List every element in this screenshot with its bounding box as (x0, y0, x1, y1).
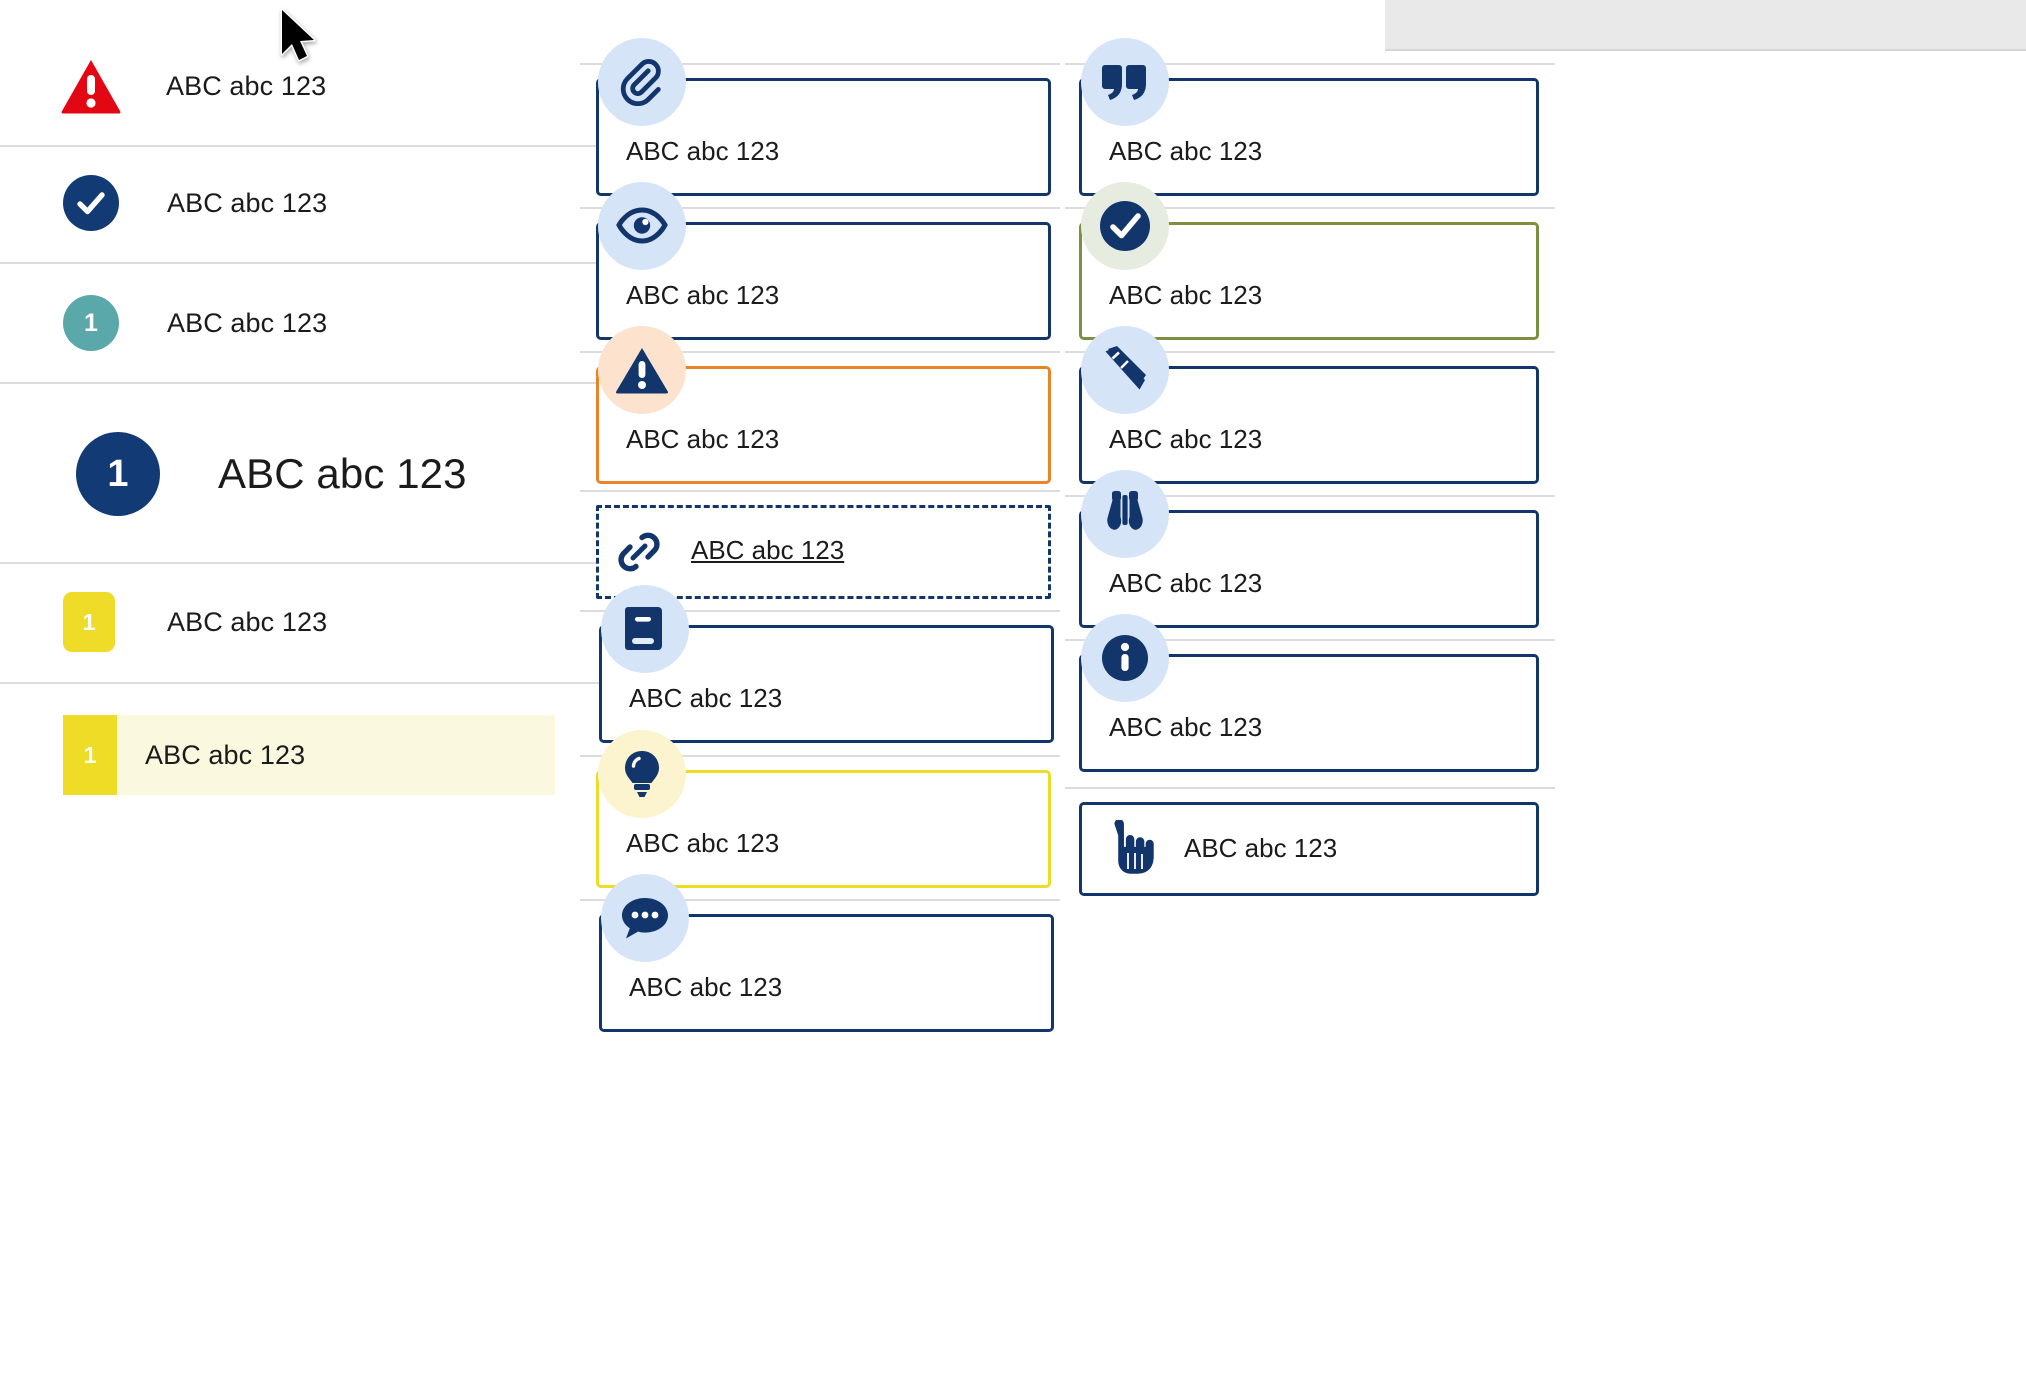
card-label: ABC abc 123 (1109, 424, 1263, 454)
sidebar-item-label: ABC abc 123 (145, 739, 306, 770)
card-success[interactable]: ABC abc 123 (1079, 182, 1539, 340)
column-divider (580, 610, 1060, 612)
eye-icon (598, 182, 686, 270)
top-right-panel (1385, 0, 2026, 50)
card-comment[interactable]: ABC abc 123 (599, 874, 1054, 1032)
column-divider (1065, 495, 1555, 497)
card-action[interactable]: ABC abc 123 (1079, 802, 1539, 896)
top-right-panel-edge (1385, 49, 2026, 51)
sidebar-divider (0, 262, 760, 264)
card-label: ABC abc 123 (1109, 280, 1263, 310)
card-label: ABC abc 123 (626, 828, 780, 858)
card-link[interactable]: ABC abc 123 (596, 505, 1051, 599)
card-reference[interactable]: ABC abc 123 (599, 585, 1054, 743)
card-label: ABC abc 123 (629, 683, 783, 713)
card-label: ABC abc 123 (626, 424, 780, 454)
sidebar-item-label: ABC abc 123 (167, 307, 328, 338)
sidebar-item-success[interactable]: ABC abc 123 (0, 175, 760, 231)
column-divider (580, 490, 1060, 492)
check-circle-icon (63, 175, 119, 231)
number-circle-large-icon: 1 (76, 432, 160, 516)
link-icon (614, 527, 664, 582)
card-quote[interactable]: ABC abc 123 (1079, 38, 1539, 196)
column-divider (1065, 787, 1555, 789)
column-divider (580, 351, 1060, 353)
card-attachment[interactable]: ABC abc 123 (596, 38, 1051, 196)
column-divider (580, 899, 1060, 901)
number-circle-icon: 1 (63, 295, 119, 351)
number-square-flat-icon: 1 (63, 715, 117, 795)
sidebar-item-label: ABC abc 123 (218, 450, 467, 497)
lightbulb-icon (598, 730, 686, 818)
card-link-label[interactable]: ABC abc 123 (691, 535, 845, 565)
book-icon (601, 585, 689, 673)
card-label: ABC abc 123 (1184, 833, 1338, 863)
column-divider (580, 63, 1060, 65)
card-visibility[interactable]: ABC abc 123 (596, 182, 1051, 340)
mouse-pointer-icon (278, 8, 322, 71)
badge-number: 1 (84, 308, 98, 337)
hand-pointer-icon (1105, 819, 1159, 883)
card-info[interactable]: ABC abc 123 (1079, 614, 1539, 772)
pencil-icon (1081, 326, 1169, 414)
column-divider (1065, 639, 1555, 641)
info-circle-icon (1081, 614, 1169, 702)
card-warning[interactable]: ABC abc 123 (596, 326, 1051, 484)
quote-icon (1081, 38, 1169, 126)
card-label: ABC abc 123 (626, 280, 780, 310)
paperclip-icon (598, 38, 686, 126)
sidebar-item-warning[interactable]: ABC abc 123 (0, 56, 760, 116)
number-square-icon: 1 (63, 592, 115, 652)
card-explore[interactable]: ABC abc 123 (1079, 470, 1539, 628)
sidebar-item-note[interactable]: 1 ABC abc 123 (0, 592, 760, 652)
column-divider (1065, 207, 1555, 209)
card-label: ABC abc 123 (1109, 568, 1263, 598)
sidebar-divider (0, 562, 760, 564)
sidebar-item-label: ABC abc 123 (167, 606, 328, 637)
sidebar-item-label: ABC abc 123 (166, 70, 327, 101)
binoculars-icon (1081, 470, 1169, 558)
sidebar-item-step-large[interactable]: 1 ABC abc 123 (0, 432, 760, 516)
column-divider (580, 755, 1060, 757)
badge-number: 1 (83, 741, 97, 768)
sidebar-item-step[interactable]: 1 ABC abc 123 (0, 295, 760, 351)
card-label: ABC abc 123 (626, 136, 780, 166)
card-tip[interactable]: ABC abc 123 (596, 730, 1051, 888)
sidebar-divider (0, 145, 760, 147)
warning-triangle-icon (60, 58, 122, 114)
warning-triangle-icon (598, 326, 686, 414)
badge-number: 1 (82, 608, 96, 635)
card-label: ABC abc 123 (1109, 136, 1263, 166)
card-label: ABC abc 123 (629, 972, 783, 1002)
badge-number: 1 (107, 452, 129, 495)
check-circle-icon (1081, 182, 1169, 270)
sidebar: ABC abc 123 ABC abc 123 1 ABC abc 123 1 … (0, 0, 760, 1392)
sidebar-item-label: ABC abc 123 (167, 187, 328, 218)
column-divider (1065, 63, 1555, 65)
card-label: ABC abc 123 (1109, 712, 1263, 742)
column-divider (580, 207, 1060, 209)
chat-bubble-icon (601, 874, 689, 962)
sidebar-item-highlighted[interactable]: 1 ABC abc 123 (63, 715, 555, 795)
sidebar-divider (0, 382, 760, 384)
sidebar-divider (0, 682, 760, 684)
column-divider (1065, 351, 1555, 353)
card-edit[interactable]: ABC abc 123 (1079, 326, 1539, 484)
